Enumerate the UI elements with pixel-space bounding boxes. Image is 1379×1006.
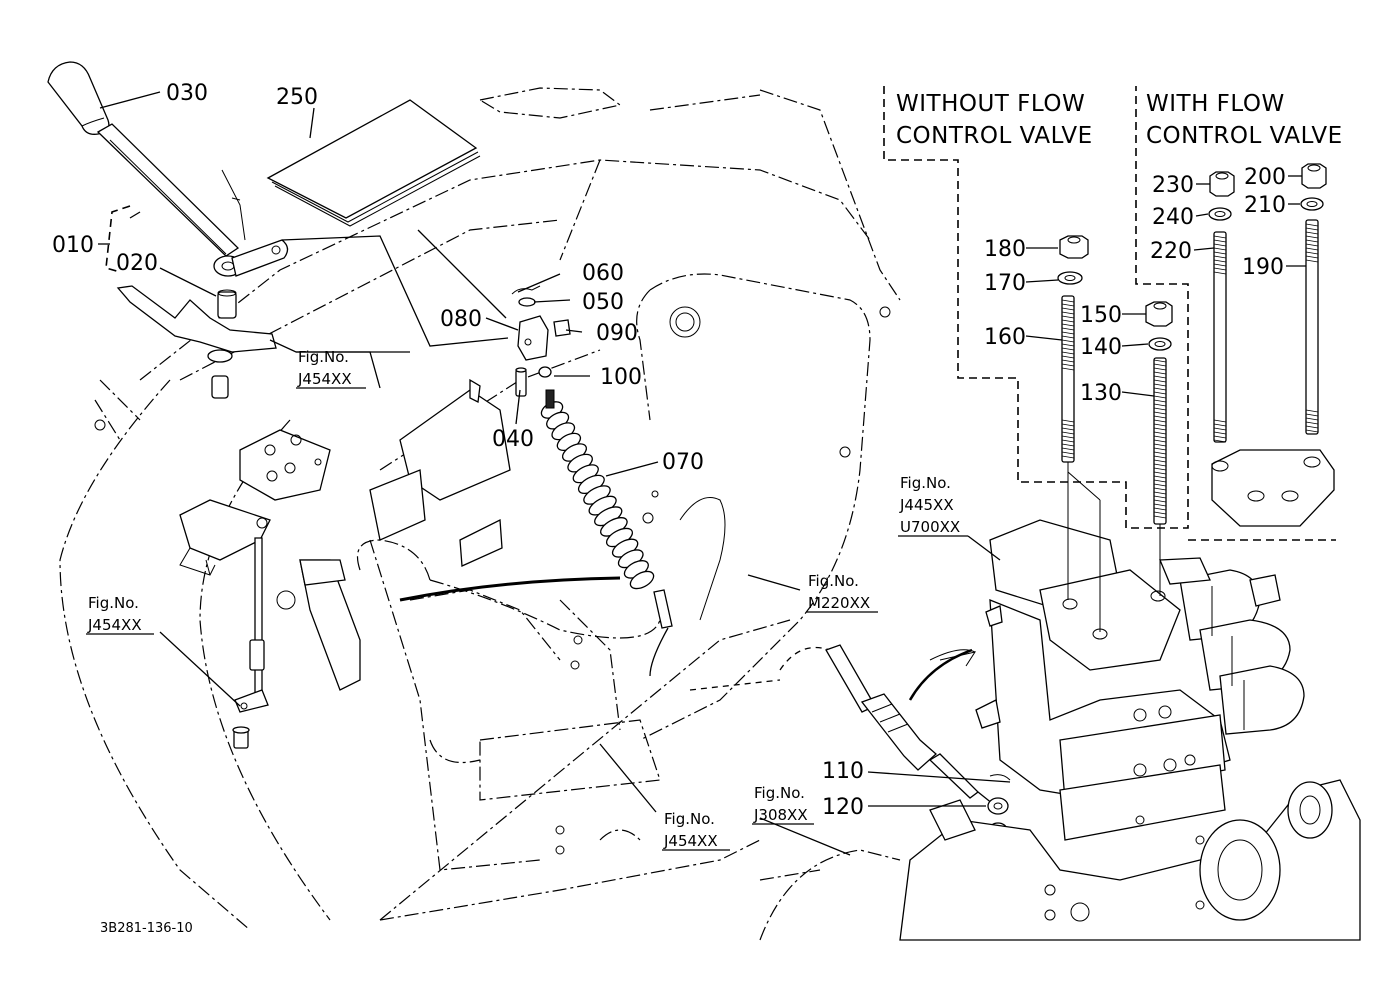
fig-ref-j454-c: J454XX	[663, 832, 718, 850]
part-010: 010	[52, 233, 94, 258]
part-240: 240	[1152, 205, 1194, 230]
figure-ref-j454-bottom: Fig.No. J454XX	[663, 810, 718, 850]
part-150: 150	[1080, 303, 1122, 328]
part-120: 120	[822, 795, 864, 820]
part-030: 030	[166, 81, 208, 106]
figure-ref-j308: Fig.No. J308XX	[753, 784, 808, 824]
hardware-stack	[1057, 163, 1335, 632]
fig-label: Fig.No.	[664, 810, 715, 828]
control-lever	[47, 61, 289, 399]
fig-label: Fig.No.	[900, 474, 951, 492]
part-250: 250	[276, 85, 318, 110]
control-cable	[399, 285, 1011, 838]
figure-ref-j445-u700: Fig.No. J445XX U700XX	[899, 474, 960, 536]
part-140: 140	[1080, 335, 1122, 360]
drawing-code: 3B281-136-10	[100, 921, 193, 936]
part-190: 190	[1242, 255, 1284, 280]
part-080: 080	[440, 307, 482, 332]
part-170: 170	[984, 271, 1026, 296]
part-220: 220	[1150, 239, 1192, 264]
part-040: 040	[492, 427, 534, 452]
fig-ref-j454-a: J454XX	[297, 370, 352, 388]
leader-lines	[86, 91, 1306, 856]
without-flow-line2: CONTROL VALVE	[896, 123, 1093, 149]
figure-ref-j454-left: Fig.No. J454XX	[87, 594, 142, 634]
part-100: 100	[600, 365, 642, 390]
part-200: 200	[1244, 165, 1286, 190]
fig-label: Fig.No.	[754, 784, 805, 802]
tractor-body-outline	[59, 87, 901, 931]
fig-label: Fig.No.	[808, 572, 859, 590]
figure-ref-m220: Fig.No. M220XX	[808, 572, 870, 612]
without-flow-line1: WITHOUT FLOW	[896, 91, 1085, 117]
fig-ref-m220: M220XX	[808, 594, 870, 612]
fig-ref-j454-b: J454XX	[87, 616, 142, 634]
part-130: 130	[1080, 381, 1122, 406]
part-050: 050	[582, 290, 624, 315]
fig-label: Fig.No.	[298, 348, 349, 366]
part-160: 160	[984, 325, 1026, 350]
fig-ref-j445: J445XX	[899, 496, 954, 514]
variant-region-outlines	[883, 86, 1336, 541]
section-with-flow-control: WITH FLOW CONTROL VALVE	[1146, 91, 1343, 149]
with-flow-line2: CONTROL VALVE	[1146, 123, 1343, 149]
part-230: 230	[1152, 173, 1194, 198]
fig-ref-j308: J308XX	[753, 806, 808, 824]
part-110: 110	[822, 759, 864, 784]
control-valve-block	[759, 519, 1361, 941]
mounting-brackets	[179, 378, 511, 749]
part-090: 090	[596, 321, 638, 346]
fig-ref-u700: U700XX	[900, 518, 960, 536]
part-070: 070	[662, 450, 704, 475]
with-flow-line1: WITH FLOW	[1146, 91, 1285, 117]
fig-label: Fig.No.	[88, 594, 139, 612]
figure-ref-j454-top: Fig.No. J454XX	[297, 348, 352, 388]
part-020: 020	[116, 251, 158, 276]
manual-document	[266, 99, 481, 227]
section-without-flow-control: WITHOUT FLOW CONTROL VALVE	[896, 91, 1093, 149]
part-060: 060	[582, 261, 624, 286]
part-210: 210	[1244, 193, 1286, 218]
part-180: 180	[984, 237, 1026, 262]
part-callouts: 030 250 010 020 060 050 080 090 100 040 …	[52, 81, 1286, 820]
